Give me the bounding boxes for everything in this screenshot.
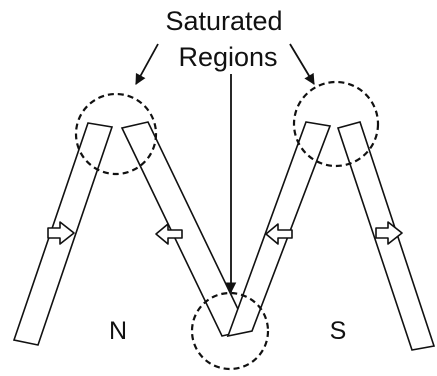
magnetization-arrow-3 — [265, 223, 293, 245]
bar-3 — [226, 121, 332, 338]
annotation-title-line2: Regions — [178, 42, 277, 72]
pole-label-n: N — [109, 317, 127, 345]
pointer-arrow-left — [135, 43, 159, 85]
saturated-region-circle-bottom — [190, 291, 270, 371]
magnetization-arrow-2 — [155, 223, 183, 245]
bar-2 — [120, 121, 250, 337]
magnetization-arrow-1 — [47, 221, 75, 245]
annotation-title-line1: Saturated — [165, 6, 282, 36]
saturated-region-circle-left — [74, 92, 158, 176]
pole-label-s: S — [330, 317, 347, 345]
magnetization-arrow-4 — [375, 221, 403, 245]
saturated-region-circle-right — [292, 80, 380, 168]
pointer-arrow-right — [289, 43, 315, 85]
